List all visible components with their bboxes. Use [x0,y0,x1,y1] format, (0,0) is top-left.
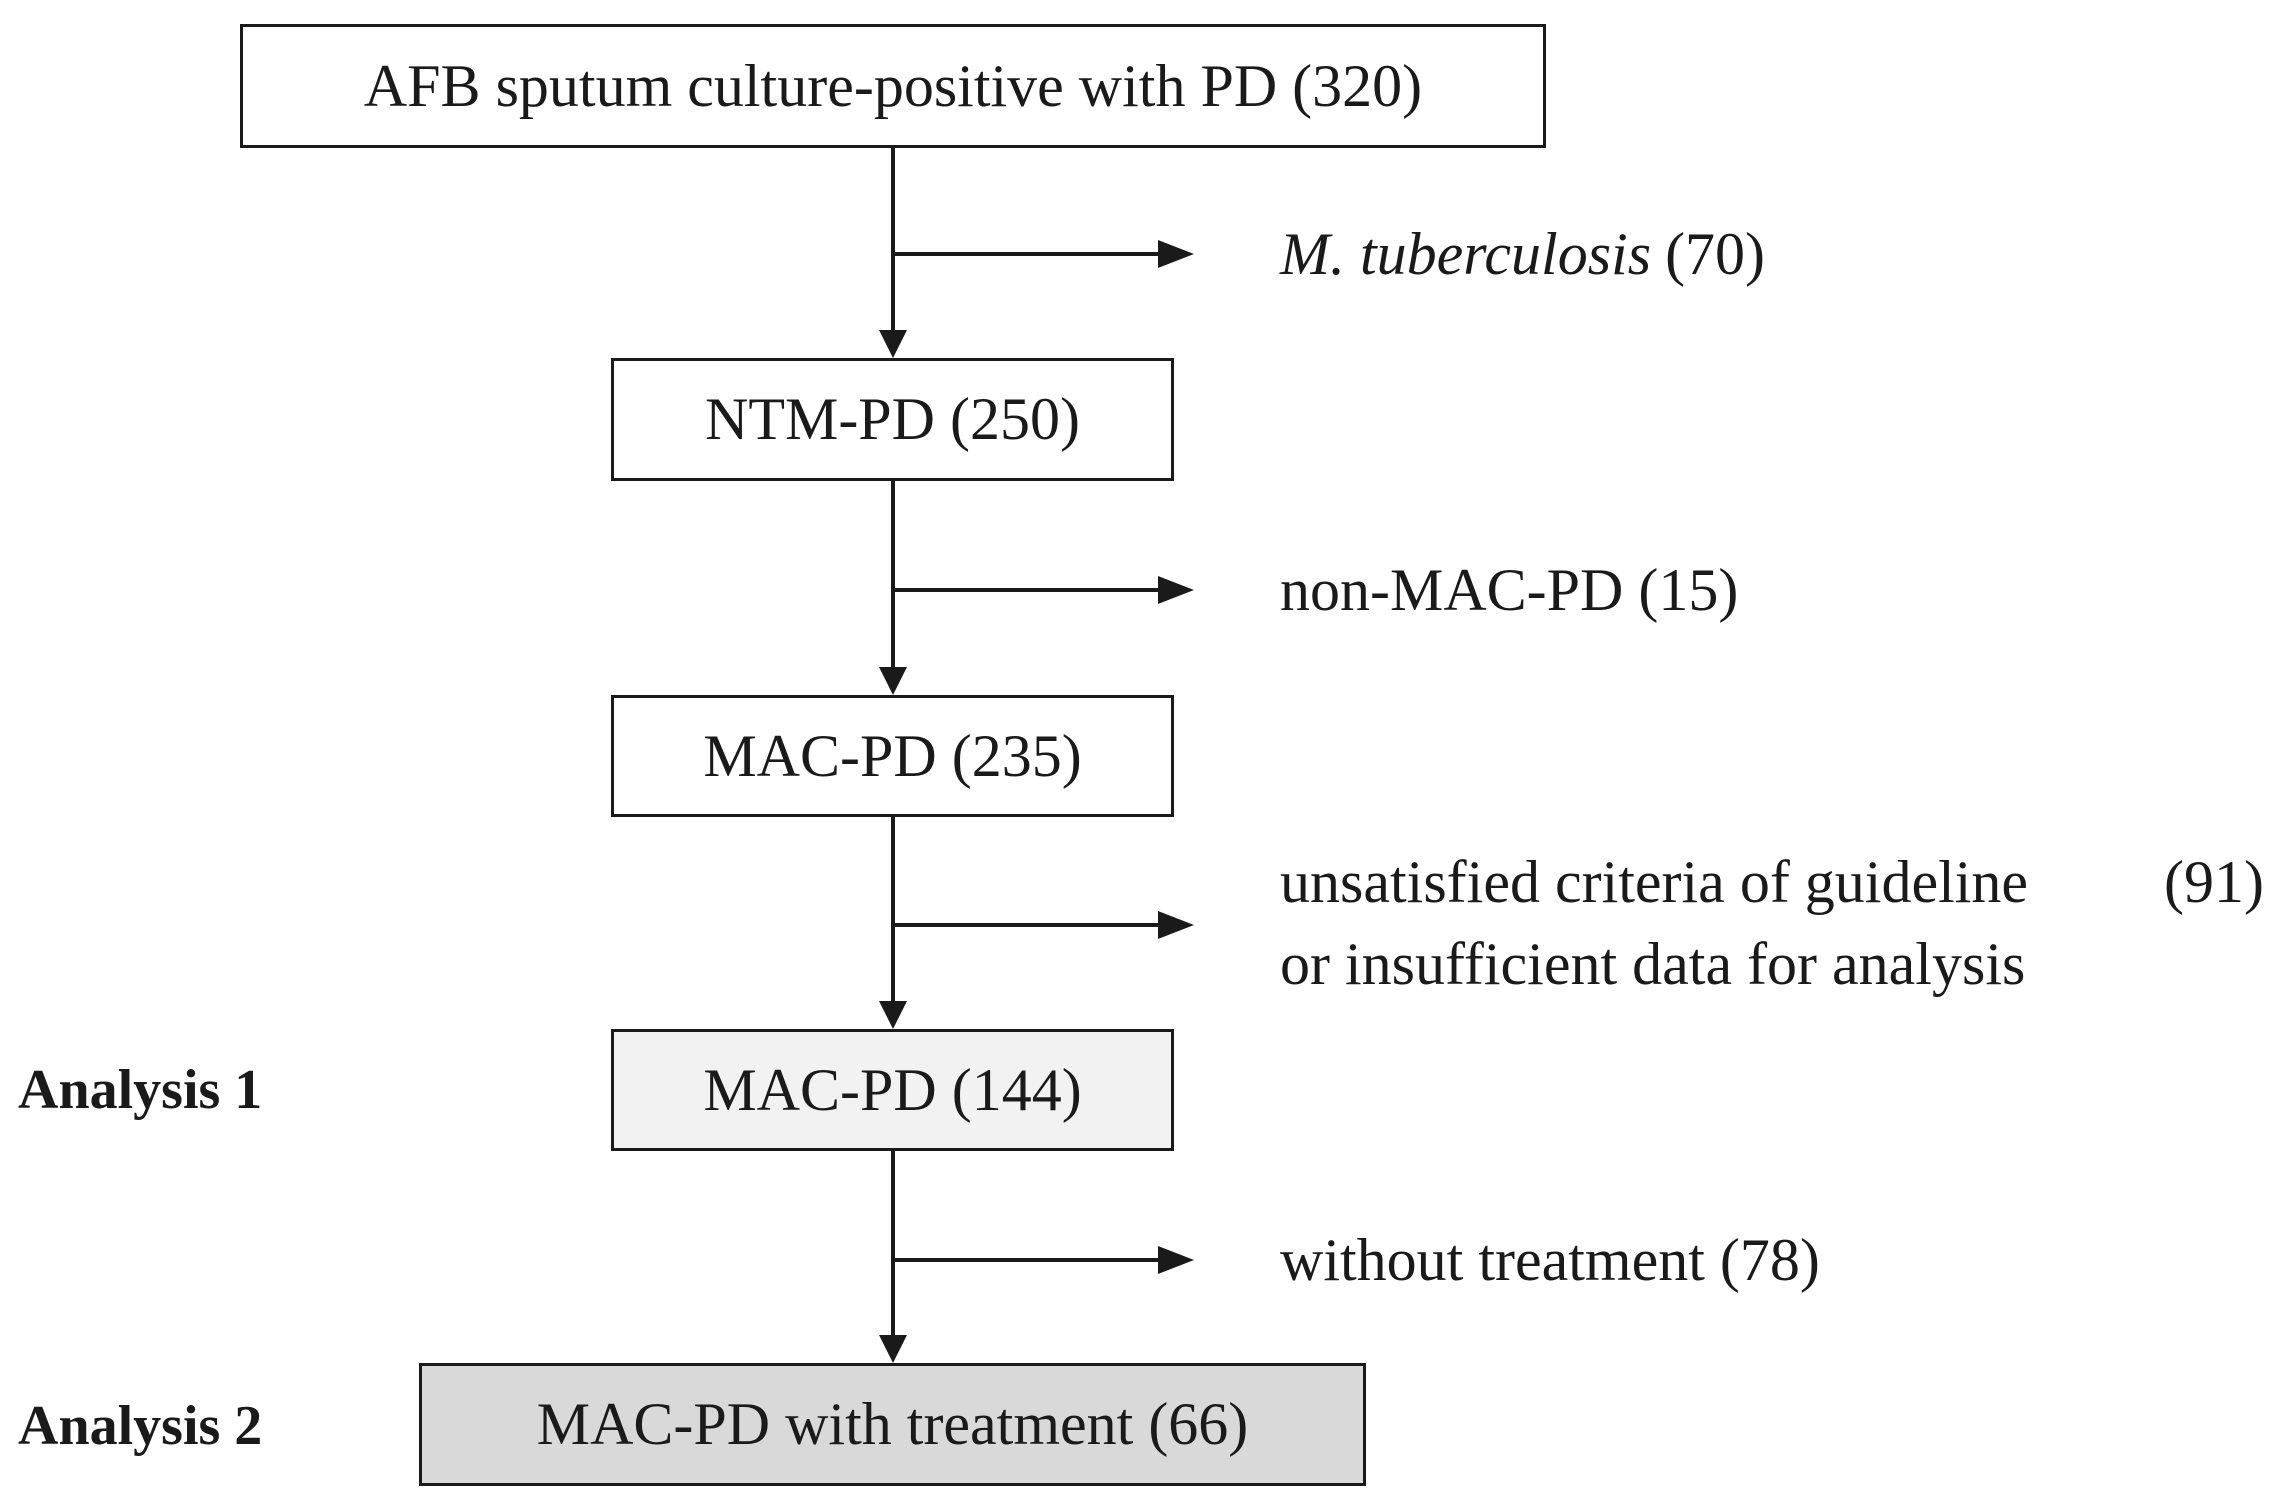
label-analysis-1: Analysis 1 [18,1050,262,1130]
arrowhead-right-4 [1158,1246,1194,1274]
exclusion-criteria-text1: unsatisfied criteria of guideline [1280,849,2029,915]
exclusion-criteria-line1: unsatisfied criteria of guideline [1280,842,2028,922]
arrowhead-right-1 [1158,240,1194,268]
box-afb-culture-positive: AFB sputum culture-positive with PD (320… [240,24,1546,148]
exclusion-criteria-line2: or insufficient data for analysis [1280,924,2025,1004]
box-mac-pd-144: MAC-PD (144) [611,1029,1174,1151]
box-mac66-text: MAC-PD with treatment (66) [536,1391,1249,1457]
label-analysis-2: Analysis 2 [18,1386,262,1466]
exclusion-nonmac: non-MAC-PD (15) [1280,550,1738,630]
arrowhead-right-2 [1158,576,1194,604]
exclusion-notreat-text: without treatment (78) [1280,1227,1820,1293]
box-afb-text: AFB sputum culture-positive with PD (320… [363,52,1423,119]
box-mac-pd-235: MAC-PD (235) [611,695,1174,817]
exclusion-tb-species: M. tuberculosis [1280,221,1652,287]
arrowhead-right-3 [1158,911,1194,939]
exclusion-notreat: without treatment (78) [1280,1220,1820,1300]
box-ntm-text: NTM-PD (250) [705,386,1080,452]
arrowhead-down-2 [879,667,907,695]
label-analysis-1-text: Analysis 1 [18,1059,263,1121]
exclusion-nonmac-text: non-MAC-PD (15) [1280,557,1739,623]
exclusion-criteria-count: (91) [2164,842,2264,922]
box-ntm-pd: NTM-PD (250) [611,358,1174,481]
arrowhead-down-1 [879,330,907,358]
box-mac144-text: MAC-PD (144) [703,1056,1082,1123]
box-mac-pd-treatment: MAC-PD with treatment (66) [419,1363,1366,1486]
exclusion-criteria-count-text: (91) [2164,849,2264,915]
label-analysis-2-text: Analysis 2 [18,1395,263,1457]
exclusion-criteria-text2: or insufficient data for analysis [1280,931,2026,997]
exclusion-tb: M. tuberculosis(70) [1280,214,1765,294]
exclusion-tb-count: (70) [1665,221,1766,287]
arrowhead-down-3 [879,1001,907,1029]
box-mac235-text: MAC-PD (235) [703,722,1082,789]
arrowhead-down-4 [879,1335,907,1363]
